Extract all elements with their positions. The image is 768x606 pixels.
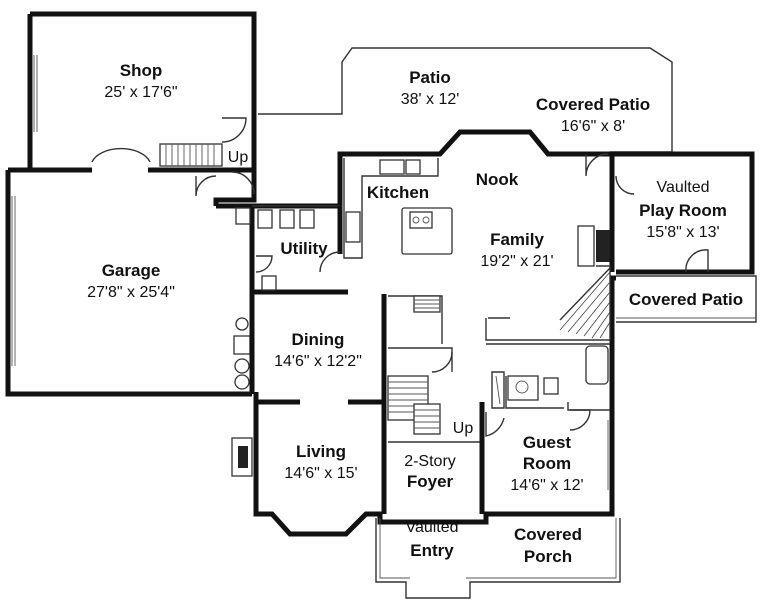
shop-stairs bbox=[91, 143, 223, 167]
utility-label: Utility bbox=[280, 239, 328, 258]
family-features bbox=[548, 153, 709, 341]
guest-room-label: Guest bbox=[523, 433, 572, 452]
room-labels: Shop 25' x 17'6" Up Patio 38' x 12' Cove… bbox=[87, 61, 743, 566]
garage-appliances bbox=[233, 317, 251, 390]
patio-dims: 38' x 12' bbox=[401, 91, 460, 108]
covered-porch-label-2: Porch bbox=[524, 547, 572, 566]
central-hall bbox=[388, 295, 548, 373]
nook-label: Nook bbox=[476, 170, 519, 189]
corner-stair-hatch bbox=[559, 267, 611, 339]
breezeway-door-swing bbox=[195, 175, 217, 197]
garage-label: Garage bbox=[102, 261, 161, 280]
covered-porch-label: Covered bbox=[514, 525, 582, 544]
guest-room-dims: 14'6" x 12' bbox=[510, 477, 583, 494]
garage-dims: 27'8" x 25'4" bbox=[87, 284, 175, 301]
dining-dims: 14'6" x 12'2" bbox=[274, 353, 362, 370]
house-exterior-walls bbox=[253, 129, 755, 537]
kitchen-label: Kitchen bbox=[367, 183, 429, 202]
utility-walls bbox=[235, 205, 348, 295]
shop-stair-up: Up bbox=[228, 149, 249, 166]
side-covered-patio-outline bbox=[616, 275, 757, 323]
entry-prefix: Vaulted bbox=[405, 519, 458, 536]
covered-patio-top-label: Covered Patio bbox=[536, 95, 650, 114]
shop-dims: 25' x 17'6" bbox=[104, 84, 177, 101]
shop-walls bbox=[27, 11, 257, 173]
shop-door-swing bbox=[221, 117, 247, 143]
guest-room-label-2: Room bbox=[523, 454, 571, 473]
play-room-prefix: Vaulted bbox=[656, 179, 709, 196]
living-dims: 14'6" x 15' bbox=[284, 465, 357, 482]
foyer-label: Foyer bbox=[407, 472, 454, 491]
foyer-stair-up: Up bbox=[453, 420, 474, 437]
living-label: Living bbox=[296, 442, 346, 461]
foyer-prefix: 2-Story bbox=[404, 453, 456, 470]
foyer-stairs bbox=[387, 375, 482, 443]
dining-living-walls bbox=[231, 294, 387, 514]
guest-room-walls bbox=[479, 343, 610, 514]
patio-outline bbox=[258, 47, 673, 153]
dining-label: Dining bbox=[292, 330, 345, 349]
covered-patio-top-dims: 16'6" x 8' bbox=[561, 118, 625, 135]
family-dims: 19'2" x 21' bbox=[480, 253, 553, 270]
covered-patio-side-label: Covered Patio bbox=[629, 290, 743, 309]
porch-outline bbox=[375, 518, 621, 599]
shop-label: Shop bbox=[120, 61, 163, 80]
play-room-dims: 15'8" x 13' bbox=[646, 224, 719, 241]
play-room-label: Play Room bbox=[639, 201, 727, 220]
kitchen-counters bbox=[343, 158, 453, 259]
family-label: Family bbox=[490, 230, 544, 249]
entry-label: Entry bbox=[410, 541, 454, 560]
breezeway-walls bbox=[213, 112, 257, 206]
patio-label: Patio bbox=[409, 68, 451, 87]
breezeway-door-swing-2 bbox=[231, 171, 255, 195]
